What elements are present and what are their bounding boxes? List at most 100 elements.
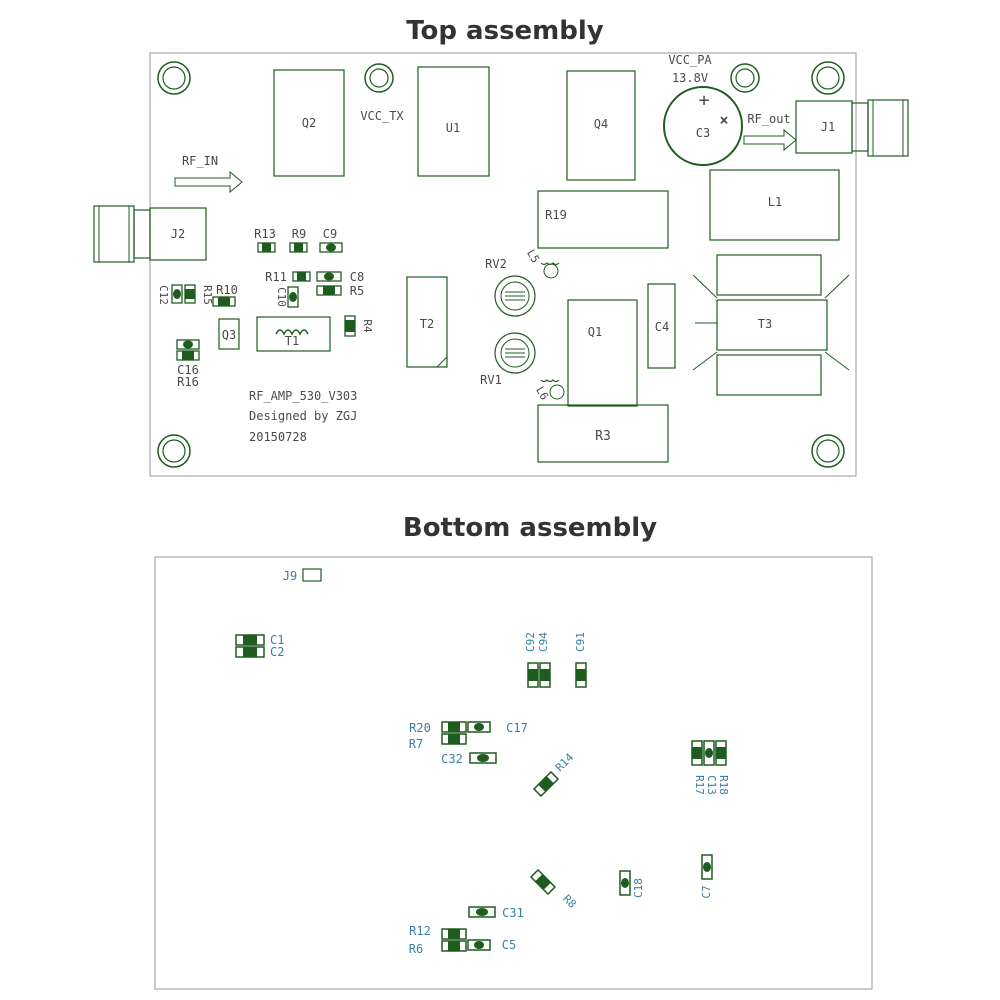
svg-text:L6: L6: [533, 384, 551, 402]
svg-text:L1: L1: [768, 195, 782, 209]
mounting-hole-bottom-right: [811, 434, 845, 468]
svg-text:R11: R11: [265, 270, 287, 284]
mounting-hole-vcc-pa: [730, 63, 760, 93]
bottom-c17: C17: [467, 721, 528, 735]
signal-vcc-pa-voltage: 13.8V: [672, 71, 708, 85]
smd-c10: C10: [275, 286, 299, 308]
top-board-outline: [149, 52, 857, 477]
svg-text:R17: R17: [693, 775, 706, 795]
svg-text:C94: C94: [537, 632, 550, 652]
svg-text:J1: J1: [821, 120, 835, 134]
top-assembly-title: Top assembly: [406, 16, 604, 46]
svg-text:C7: C7: [700, 885, 713, 898]
svg-text:R7: R7: [409, 737, 423, 751]
board-date: 20150728: [249, 430, 307, 444]
mounting-hole-bottom-left: [157, 434, 191, 468]
bottom-r18: R18: [715, 740, 730, 795]
smd-c12: C12: [157, 284, 183, 305]
bottom-r12: R12: [409, 924, 467, 940]
svg-text:C12: C12: [157, 285, 170, 305]
svg-text:R6: R6: [409, 942, 423, 956]
bottom-r7: R7: [409, 733, 467, 751]
smd-r15: R15: [184, 284, 214, 305]
bottom-c18: C18: [619, 870, 645, 898]
smd-r9: R9: [289, 227, 308, 253]
svg-text:C92: C92: [524, 632, 537, 652]
svg-text:RF_IN: RF_IN: [182, 154, 218, 168]
svg-text:R19: R19: [545, 208, 567, 222]
svg-text:C1: C1: [270, 633, 284, 647]
bottom-board-outline: [154, 556, 873, 990]
component-l5: L5: [524, 247, 560, 279]
svg-text:C10: C10: [275, 287, 288, 307]
svg-text:C17: C17: [506, 721, 528, 735]
component-r19: R19: [537, 190, 669, 249]
bottom-c5: C5: [467, 938, 516, 952]
svg-text:RV1: RV1: [480, 373, 502, 387]
component-l6: L6: [533, 379, 565, 402]
bottom-r20: R20: [409, 721, 467, 735]
smd-r10: R10: [212, 283, 238, 307]
bottom-c7: C7: [700, 854, 713, 899]
bottom-c92: C92: [524, 632, 539, 688]
component-t1: T1: [256, 316, 331, 352]
svg-text:C91: C91: [574, 632, 587, 652]
component-q4: Q4: [566, 70, 636, 181]
component-t3: T3: [692, 254, 850, 396]
bottom-c91: C91: [574, 632, 587, 688]
component-u1: U1: [417, 66, 490, 177]
svg-text:T1: T1: [285, 334, 299, 348]
svg-text:R16: R16: [177, 375, 199, 389]
component-j2: J2: [93, 205, 207, 263]
c3-cross-marker: ×: [719, 111, 728, 129]
signal-rf-out: RF_out: [743, 112, 797, 152]
svg-text:J2: J2: [171, 227, 185, 241]
smd-r5: R5: [316, 284, 364, 298]
component-c4: C4: [647, 283, 676, 369]
bottom-r17: R17: [691, 740, 706, 795]
bottom-c94: C94: [537, 632, 551, 688]
svg-text:R13: R13: [254, 227, 276, 241]
smd-r16: R16: [176, 350, 200, 389]
svg-text:RF_out: RF_out: [747, 112, 790, 126]
svg-text:Q4: Q4: [594, 117, 608, 131]
board-name: RF_AMP_530_V303: [249, 389, 357, 403]
c3-plus-marker: +: [699, 90, 710, 111]
signal-vcc-pa: VCC_PA: [668, 53, 712, 67]
smd-c9: C9: [319, 227, 343, 253]
smd-r4: R4: [344, 315, 374, 337]
svg-text:R20: R20: [409, 721, 431, 735]
svg-text:Q1: Q1: [588, 325, 602, 339]
bottom-assembly: J9 C1 C2 C92 C94 C91: [154, 556, 873, 990]
smd-r13: R13: [254, 227, 276, 253]
bottom-r8: [529, 868, 557, 896]
component-rv1: RV1: [480, 332, 536, 387]
mounting-hole-vcc-tx: [364, 63, 394, 93]
svg-text:T3: T3: [758, 317, 772, 331]
svg-text:R10: R10: [216, 283, 238, 297]
bottom-r6: R6: [409, 940, 467, 956]
svg-text:C13: C13: [705, 775, 718, 795]
svg-text:R5: R5: [350, 284, 364, 298]
component-q1: Q1: [567, 299, 638, 407]
component-q2: Q2: [273, 69, 345, 177]
smd-r11: R11: [265, 270, 311, 284]
bottom-c2: C2: [235, 645, 284, 659]
svg-text:C32: C32: [441, 752, 463, 766]
bottom-c13: C13: [703, 740, 718, 795]
svg-text:L5: L5: [524, 247, 542, 265]
svg-text:Q3: Q3: [222, 328, 236, 342]
svg-text:C2: C2: [270, 645, 284, 659]
smd-c16: C16: [176, 339, 200, 377]
bottom-c32: C32: [441, 752, 497, 766]
svg-text:R3: R3: [595, 429, 611, 444]
smd-c8: C8: [316, 270, 364, 284]
component-j1: J1: [795, 99, 909, 157]
bottom-j9: J9: [283, 568, 322, 583]
svg-text:R12: R12: [409, 924, 431, 938]
bottom-r14: [532, 770, 560, 798]
signal-rf-in: RF_IN: [174, 154, 243, 194]
svg-text:RV2: RV2: [485, 257, 507, 271]
svg-text:Q2: Q2: [302, 116, 316, 130]
svg-text:T2: T2: [420, 317, 434, 331]
